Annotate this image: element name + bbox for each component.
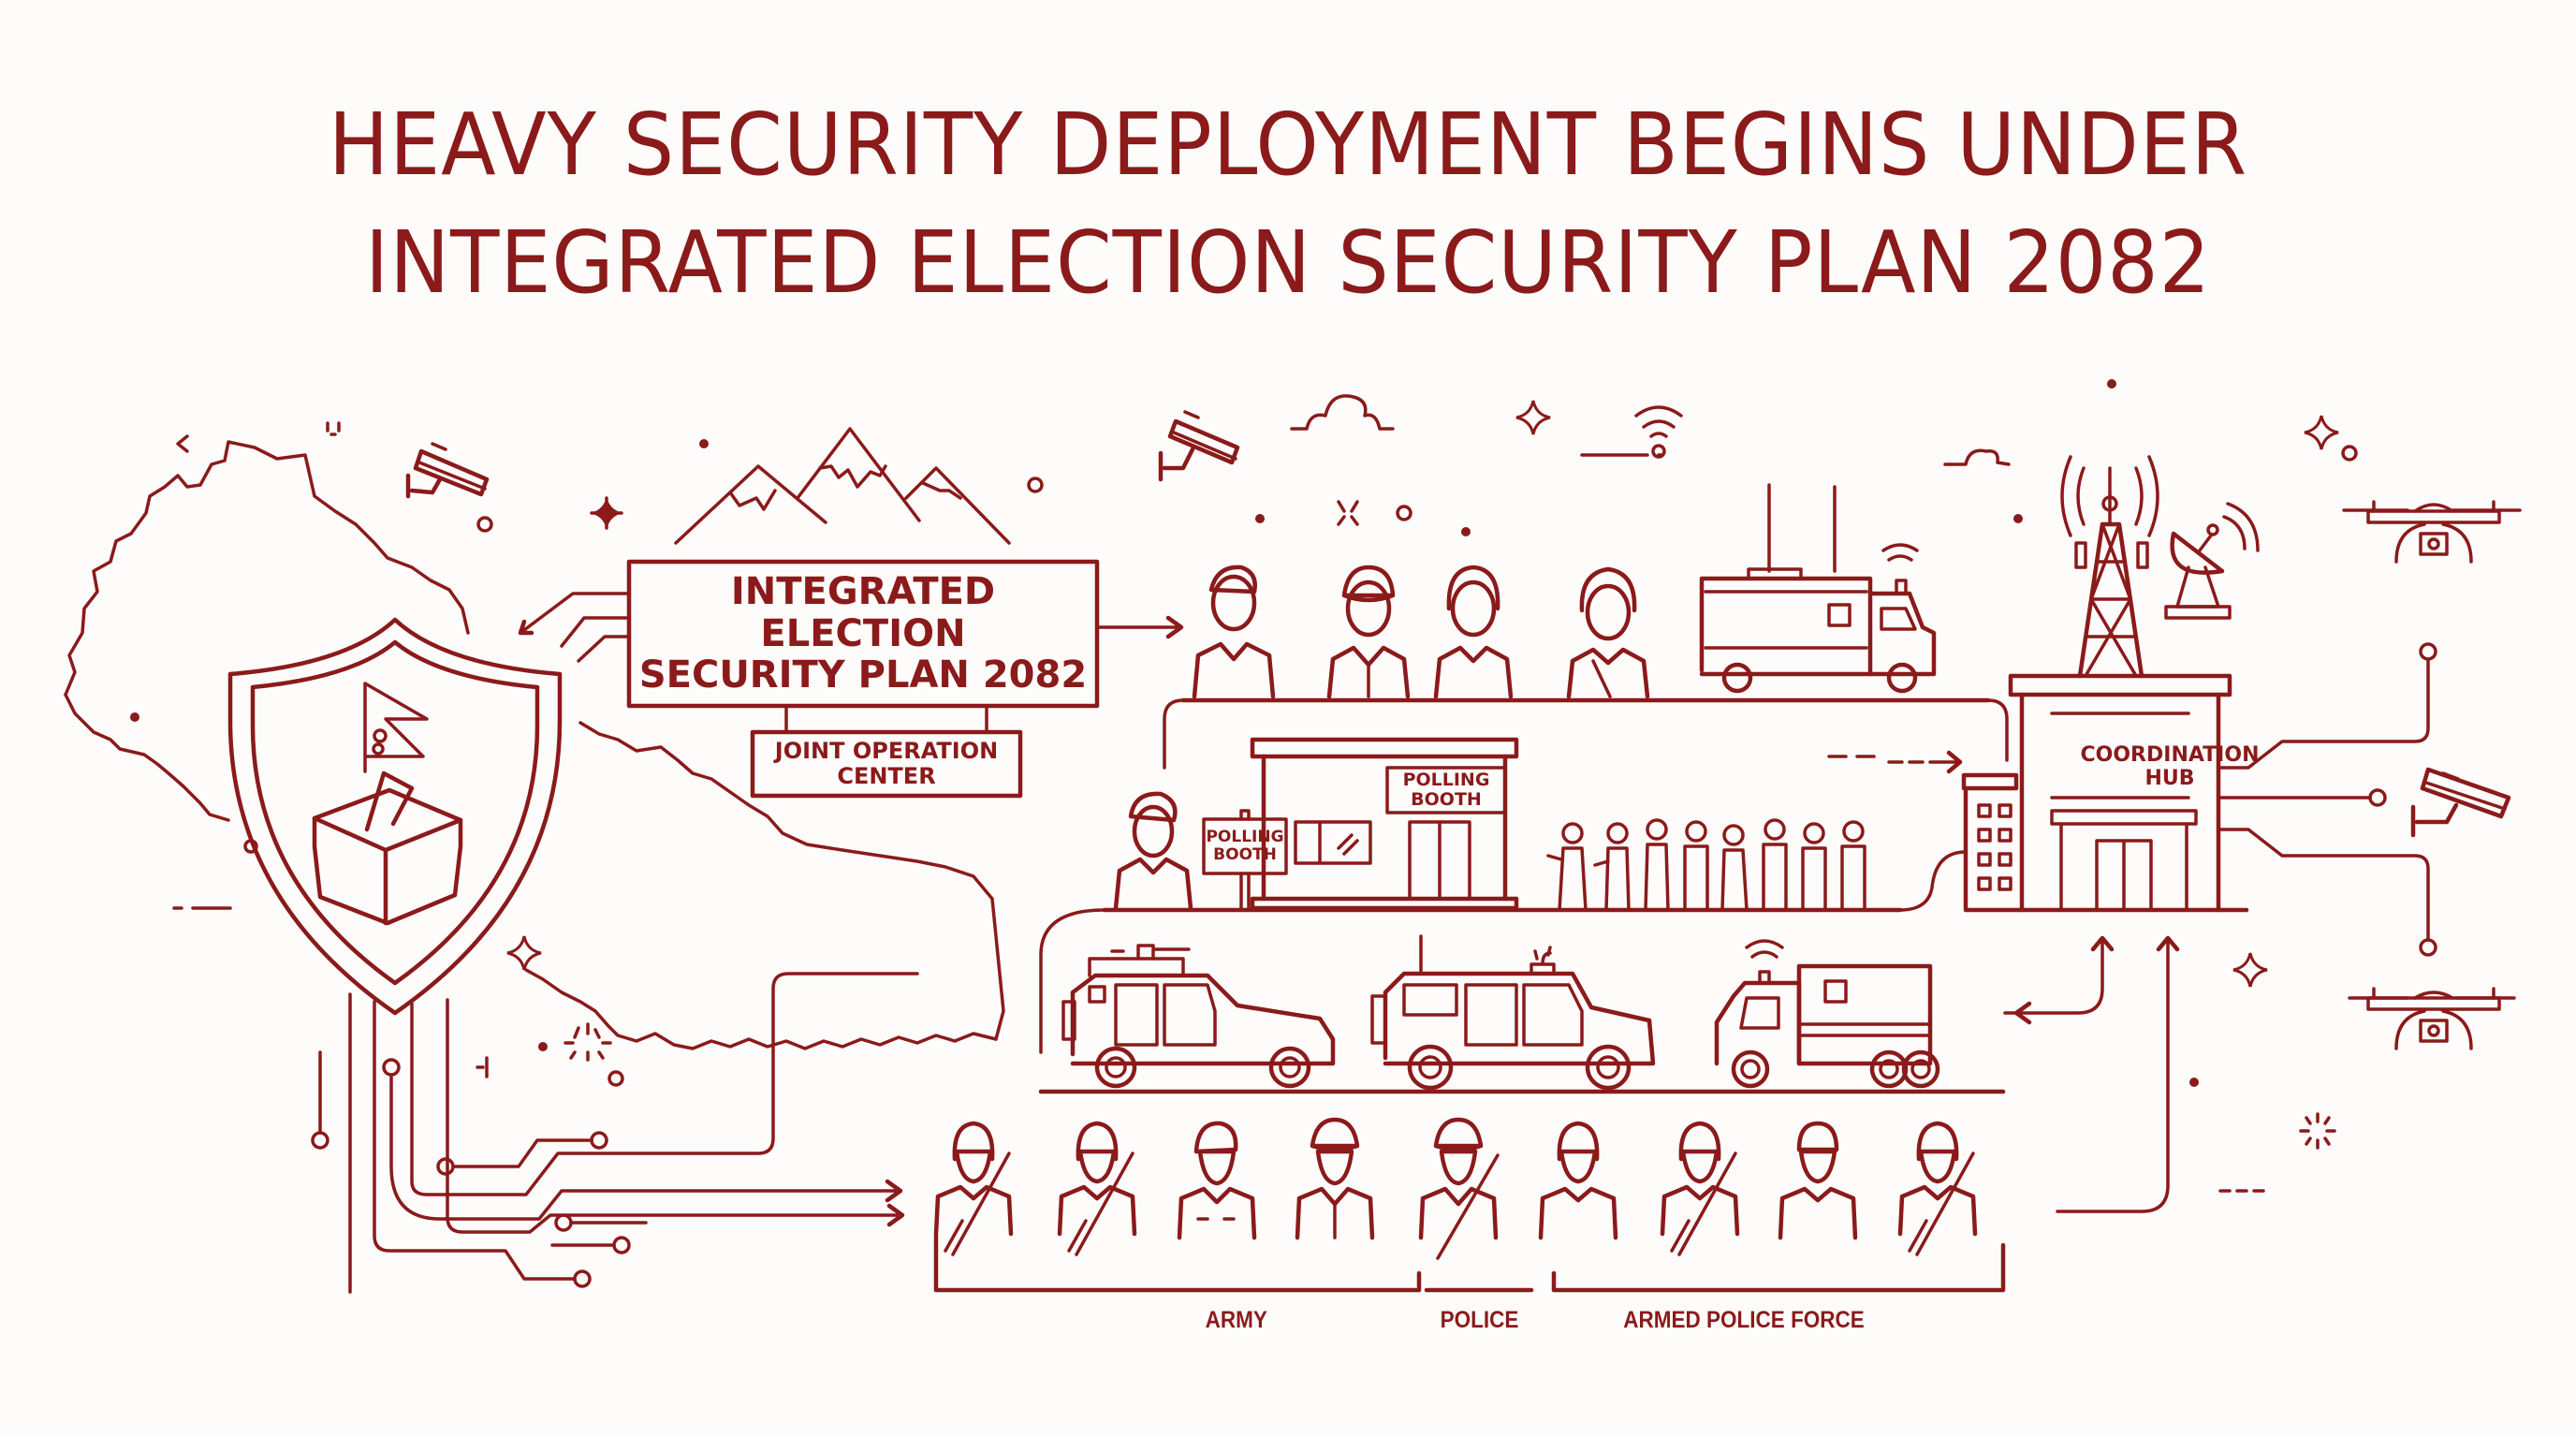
plan-box: INTEGRATED ELECTION SECURITY PLAN 2082	[629, 562, 1097, 706]
force-label-police: POLICE	[1440, 1307, 1519, 1333]
joc-line-1: JOINT OPERATION	[774, 738, 999, 765]
polling-sign-line-1: POLLING	[1206, 827, 1284, 846]
ballot-box-icon	[312, 770, 463, 926]
cloud-icon	[1290, 394, 1395, 431]
coordination-hub-building	[1961, 673, 2249, 913]
soldier-helmet-icon	[1566, 566, 1650, 699]
armed-soldier-icon	[1057, 1121, 1137, 1256]
force-label-armed-police-force: ARMED POLICE FORCE	[1623, 1307, 1865, 1333]
forces-row	[933, 1117, 2006, 1293]
drone-icon	[2348, 987, 2516, 1050]
headline-line-1: HEAVY SECURITY DEPLOYMENT BEGINS UNDER	[328, 95, 2248, 195]
communication-tower-icon	[2060, 455, 2159, 679]
army-officer-icon	[1177, 1121, 1257, 1240]
headline: HEAVY SECURITY DEPLOYMENT BEGINS UNDER I…	[90, 86, 2485, 322]
connector	[1039, 908, 1106, 1054]
armed-police-icon	[1418, 1117, 1500, 1260]
armed-soldier-icon	[1897, 1121, 1978, 1256]
nepal-flag-icon	[363, 682, 429, 773]
cctv-camera-icon	[1158, 410, 1240, 482]
polling-sign-line-2: BOOTH	[1213, 845, 1277, 864]
nepal-map-outline	[64, 440, 1005, 1050]
transport-truck-icon	[1714, 939, 1940, 1089]
joint-operation-center-box: JOINT OPERATION CENTER	[753, 732, 1020, 796]
armed-police-helmet-icon	[1433, 565, 1514, 699]
armed-police-force-icon	[1778, 1121, 1858, 1240]
shield-icon	[227, 617, 563, 1016]
plan-box-line-1: INTEGRATED ELECTION	[730, 569, 996, 655]
police-officer-icon	[1295, 1117, 1375, 1240]
wifi-signal-icon	[1634, 405, 1683, 459]
polling-building-line-2: BOOTH	[1411, 789, 1482, 810]
cctv-camera-icon	[2410, 767, 2511, 838]
security-personnel-row-top	[1192, 565, 1650, 699]
hub-line-1: COORDINATION	[2080, 743, 2260, 768]
cloud-icon	[1943, 448, 2011, 466]
voter-queue-icon	[1546, 818, 1866, 912]
drone-icon	[2342, 500, 2522, 564]
armed-soldier-icon	[1660, 1121, 1740, 1256]
armored-vehicle-icon	[1061, 944, 1336, 1089]
hub-line-2: HUB	[2144, 767, 2195, 790]
polling-building-line-1: POLLING	[1402, 769, 1490, 790]
headline-line-2: INTEGRATED ELECTION SECURITY PLAN 2082	[365, 213, 2211, 313]
joc-line-2: CENTER	[837, 763, 936, 789]
plan-box-frame	[518, 559, 1184, 799]
army-bracket	[933, 1233, 1422, 1293]
satellite-dish-icon	[2164, 502, 2260, 620]
police-officer-guard-icon	[1113, 791, 1193, 911]
plan-box-line-2: SECURITY PLAN 2082	[638, 653, 1088, 697]
polling-booth-building-label: POLLING BOOTH	[1387, 768, 1505, 813]
patrol-suv-icon	[1370, 934, 1656, 1091]
army-officer-icon	[1192, 565, 1276, 699]
connector	[1986, 698, 2009, 762]
force-label-army: ARMY	[1205, 1307, 1267, 1333]
cctv-camera-icon	[405, 442, 490, 499]
polling-booth-building	[1250, 737, 1519, 911]
hub-network-lines	[2217, 642, 2437, 957]
armed-soldier-icon	[933, 1121, 1014, 1256]
coordination-hub-label: COORDINATION HUB	[2076, 738, 2263, 798]
hub-upward-arrows	[2013, 935, 2180, 1213]
connector	[1898, 850, 1968, 912]
command-truck-icon	[1699, 483, 1937, 694]
polling-booth-sign-label: POLLING BOOTH	[1204, 819, 1286, 873]
connector	[1163, 698, 1185, 770]
police-officer-icon	[1326, 565, 1411, 699]
polling-booth-sign	[1202, 809, 1288, 910]
decorative-sparkles	[130, 379, 2358, 1193]
armed-police-bracket	[1551, 1242, 2006, 1293]
armed-police-force-icon	[1538, 1121, 1618, 1240]
mountains-icon	[674, 427, 1011, 545]
circuit-lines-left	[311, 972, 919, 1294]
